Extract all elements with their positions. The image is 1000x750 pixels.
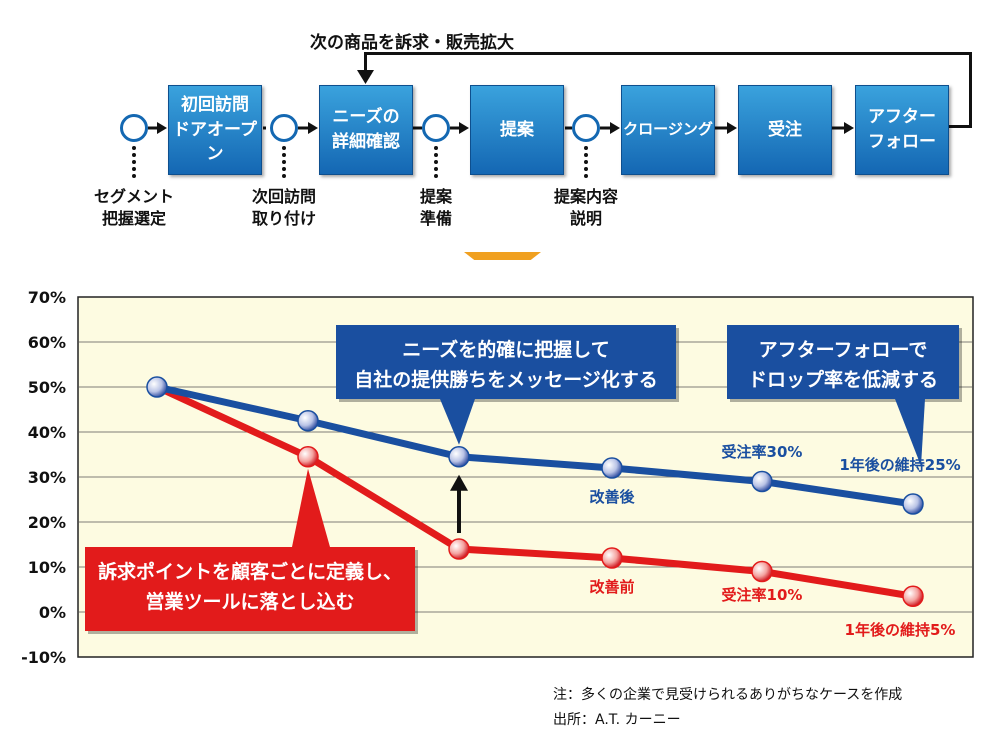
step-label-line: 把握選定 <box>101 209 166 229</box>
data-point <box>902 493 924 515</box>
data-point <box>902 585 924 607</box>
loop-line-return <box>942 125 972 128</box>
y-tick-label: -10% <box>21 648 66 667</box>
step-label-line: 提案内容 <box>553 187 618 206</box>
flow-box-proposal: 提案 <box>470 85 564 175</box>
y-tick-label: 10% <box>28 558 66 577</box>
source-text: 出所：A.T. カーニー <box>553 711 681 728</box>
callouts: ニーズを的確に把握して自社の提供勝ちをメッセージ化するアフターフォローでドロップ… <box>85 325 962 634</box>
y-tick-label: 50% <box>28 378 66 397</box>
flow-box-order: 受注 <box>738 85 832 175</box>
data-point <box>297 410 319 432</box>
note-text: 注：多くの企業で見受けられるありがちなケースを作成 <box>553 687 903 703</box>
loop-arrowhead-icon <box>357 70 374 84</box>
flow-box-line: 提案 <box>500 119 534 140</box>
series-line <box>156 383 914 508</box>
callout-text: 自社の提供勝ちをメッセージ化する <box>354 368 658 391</box>
step-label-proposal-prep: 提案準備 <box>371 186 501 231</box>
data-point <box>448 538 470 560</box>
data-point <box>448 446 470 468</box>
series-lines <box>155 383 914 600</box>
y-tick-label: 60% <box>28 333 66 352</box>
series-line <box>155 383 914 600</box>
flow-node <box>270 114 298 142</box>
step-label-next-visit: 次回訪問取り付け <box>219 186 349 231</box>
dotted-connector <box>584 146 588 178</box>
point-label: 1年後の維持25% <box>839 456 960 474</box>
data-point <box>146 376 168 398</box>
point-label: 受注率30% <box>722 443 803 461</box>
flow-box-line: クロージング <box>623 120 713 139</box>
flow-box-line: 初回訪問 <box>181 95 249 116</box>
point-labels: 改善後 受注率30% 1年後の維持25% 改善前 受注率10% 1年後の維持5% <box>589 443 960 639</box>
flow-box-closing: クロージング <box>621 85 715 175</box>
data-point <box>601 547 623 569</box>
arrow-node2-box2 <box>298 122 318 134</box>
dotted-connector <box>434 146 438 178</box>
flow-box-line: ドアオープン <box>173 119 257 165</box>
y-tick-label: 0% <box>39 603 66 622</box>
arrow-box4-box5 <box>714 122 737 134</box>
step-label-line: 取り付け <box>251 209 316 229</box>
dotted-connector <box>282 146 286 178</box>
callout-text: ニーズを的確に把握して <box>402 338 609 361</box>
step-label-line: 提案 <box>419 187 452 206</box>
arrow-box5-box6 <box>832 122 854 134</box>
conversion-line-chart: 70% 60% 50% 40% 30% 20% 10% 0% -10% ニーズを的確に把握して自… <box>21 288 974 667</box>
data-point <box>601 457 623 479</box>
loop-label: 次の商品を訴求・販売拡大 <box>310 33 514 53</box>
series-markers <box>146 376 924 607</box>
flow-box-line: ニーズの <box>332 107 400 128</box>
flow-box-line: 受注 <box>768 119 802 140</box>
step-label-line: 準備 <box>419 209 452 229</box>
data-point <box>751 560 773 583</box>
flow-box-line: 詳細確認 <box>332 132 400 152</box>
step-label-line: セグメント <box>93 187 174 206</box>
loop-line-down <box>364 52 367 74</box>
callout-text: 訴求ポイントを顧客ごとに定義し、 <box>98 560 402 583</box>
footnotes: 注：多くの企業で見受けられるありがちなケースを作成 出所：A.T. カーニー <box>553 683 902 732</box>
flow-box-first-visit: 初回訪問ドアオープン <box>168 85 262 175</box>
y-tick-label: 70% <box>28 288 66 307</box>
loop-line-top <box>364 52 972 55</box>
data-point <box>751 470 773 493</box>
arrow-node1-box1 <box>148 122 167 134</box>
y-tick-label: 40% <box>28 423 66 442</box>
flow-node <box>120 114 148 142</box>
callout-box: 訴求ポイントを顧客ごとに定義し、営業ツールに落とし込む <box>85 468 418 634</box>
flow-box-after-follow: アフターフォロー <box>855 85 949 175</box>
step-label-line: 次回訪問 <box>251 187 316 206</box>
flow-node <box>422 114 450 142</box>
arrow-up-icon <box>450 474 468 491</box>
data-point <box>297 446 319 468</box>
down-chevron-icon <box>464 252 541 260</box>
callout-text: ドロップ率を低減する <box>748 368 938 391</box>
point-label: 1年後の維持5% <box>845 621 956 639</box>
step-label-line: 説明 <box>569 209 602 229</box>
flow-box-line: フォロー <box>868 132 936 152</box>
point-label: 受注率10% <box>722 586 803 604</box>
y-tick-label: 30% <box>28 468 66 487</box>
dotted-connector <box>132 146 136 178</box>
flow-node <box>572 114 600 142</box>
point-label: 改善前 <box>589 578 634 596</box>
arrow-node3-box3 <box>450 122 469 134</box>
step-label-segment: セグメント把握選定 <box>69 186 199 231</box>
arrow-node4-box4 <box>600 122 620 134</box>
flow-arrows <box>148 70 854 260</box>
y-tick-label: 20% <box>28 513 66 532</box>
flow-box-line: アフター <box>868 107 936 128</box>
callout-text: 営業ツールに落とし込む <box>145 590 354 613</box>
point-label: 改善後 <box>589 488 635 506</box>
flow-box-needs-check: ニーズの詳細確認 <box>319 85 413 175</box>
loop-line-right <box>969 52 972 128</box>
step-label-proposal-explain: 提案内容説明 <box>521 186 651 231</box>
callout-text: アフターフォローで <box>759 339 928 361</box>
y-axis-labels: 70% 60% 50% 40% 30% 20% 10% 0% -10% <box>21 288 66 667</box>
